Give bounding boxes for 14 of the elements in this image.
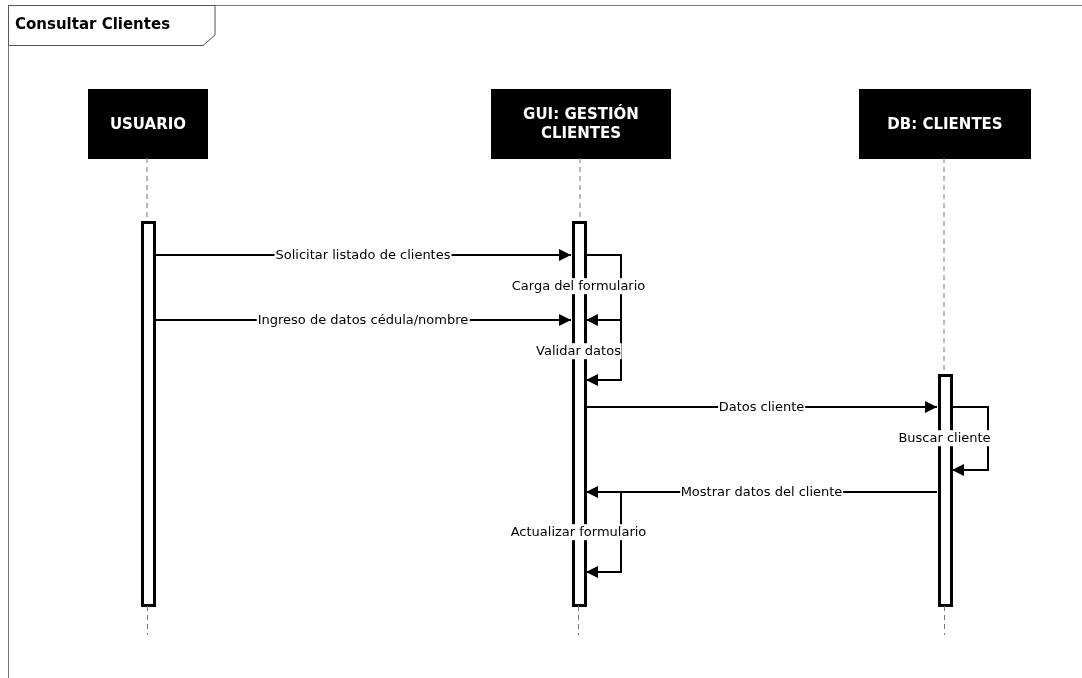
message-label: Ingreso de datos cédula/nombre xyxy=(256,312,470,328)
frame-title: Consultar Clientes xyxy=(15,15,171,33)
activation-bar xyxy=(141,221,156,607)
message-label: Carga del formulario xyxy=(510,278,647,294)
self-message-arrow xyxy=(951,406,989,476)
self-message-arrow xyxy=(585,319,622,386)
message-label: Actualizar formulario xyxy=(509,524,648,540)
self-message-arrow xyxy=(585,254,622,326)
self-message-arrow xyxy=(585,491,622,578)
lifeline-header: USUARIO xyxy=(88,89,208,159)
lifeline-header: DB: CLIENTES xyxy=(859,89,1031,159)
lifeline-header: GUI: GESTIÓN CLIENTES xyxy=(491,89,671,159)
message-label: Validar datos xyxy=(535,343,622,359)
message-label: Buscar cliente xyxy=(897,430,992,446)
